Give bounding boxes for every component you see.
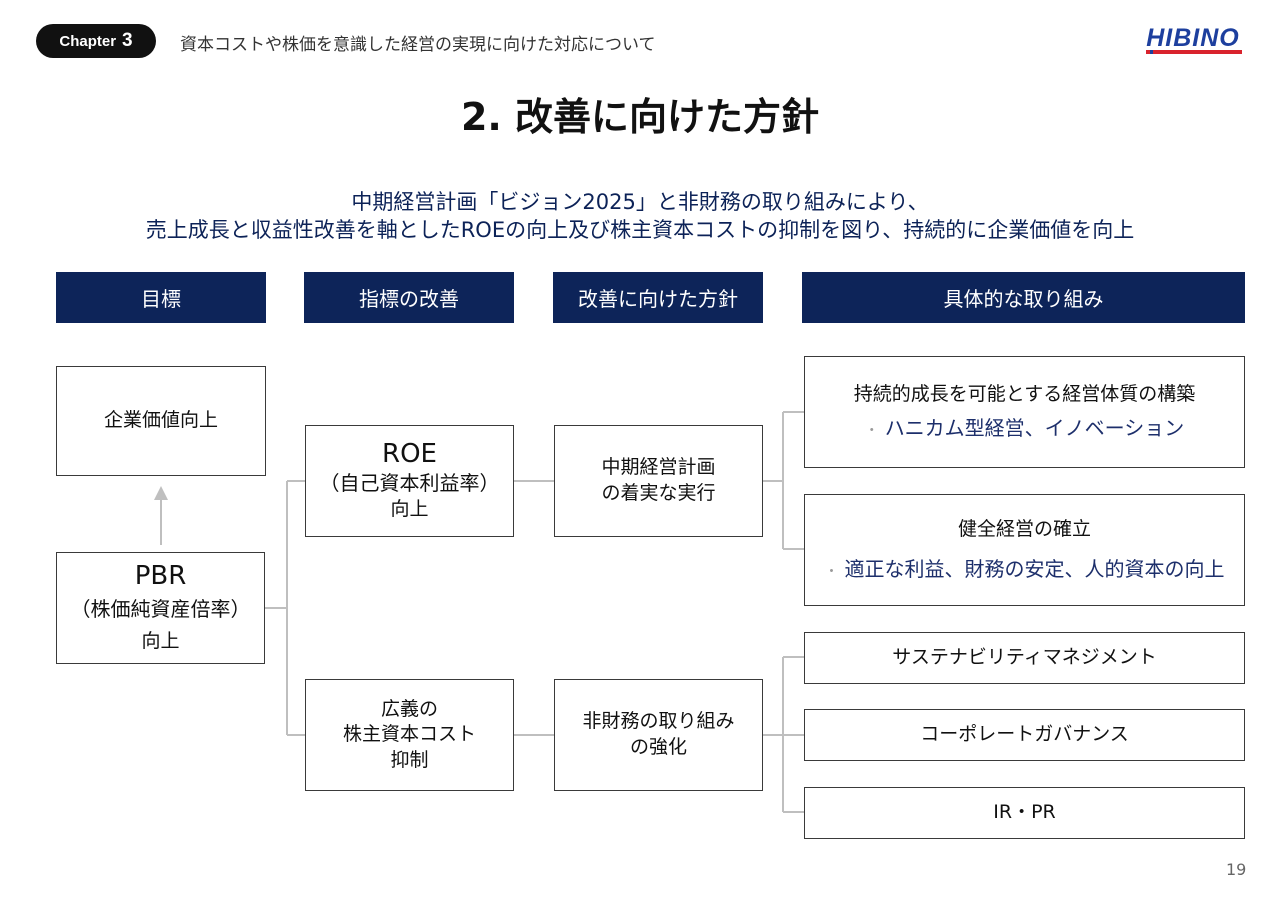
policy-nonfin-line-1: 非財務の取り組み	[582, 710, 735, 733]
roe-subtitle: （自己資本利益率）	[319, 471, 500, 496]
cost-line-3: 抑制	[390, 748, 429, 771]
hibino-logo: HIBINO	[1146, 24, 1242, 54]
cost-line-1: 広義の	[380, 697, 438, 720]
initiative-sustainable-growth-box: 持続的成長を可能とする経営体質の構築 ・ハニカム型経営、イノベーション	[804, 356, 1245, 468]
policy-midterm-plan-box: 中期経営計画 の着実な実行	[554, 425, 763, 537]
policy-nonfinancial-box: 非財務の取り組み の強化	[554, 679, 763, 791]
initiative-governance-box: コーポレートガバナンス	[804, 709, 1245, 761]
initiative-2-bullet: ・適正な利益、財務の安定、人的資本の向上	[825, 556, 1225, 583]
column-header-initiatives: 具体的な取り組み	[802, 272, 1245, 323]
goal-pbr-box: PBR （株価純資産倍率） 向上	[56, 552, 265, 664]
goal-enterprise-value-box: 企業価値向上	[56, 366, 266, 476]
bullet-dot-icon: ・	[864, 423, 879, 440]
goal-enterprise-value-text: 企業価値向上	[103, 409, 218, 432]
initiative-ir-pr-box: IR・PR	[804, 787, 1245, 839]
chapter-title: 資本コストや株価を意識した経営の実現に向けた対応について	[180, 35, 656, 55]
pbr-subtitle: （株価純資産倍率）	[70, 597, 251, 622]
initiative-3-text: サステナビリティマネジメント	[892, 646, 1157, 669]
roe-label: ROE	[382, 439, 437, 470]
policy-nonfin-line-2: の強化	[629, 736, 687, 758]
indicator-roe-box: ROE （自己資本利益率） 向上	[305, 425, 514, 537]
column-header-indicator: 指標の改善	[304, 272, 514, 323]
column-header-policy: 改善に向けた方針	[553, 272, 763, 323]
chapter-number: 3	[122, 30, 133, 51]
pbr-improve: 向上	[141, 630, 180, 653]
page-number: 19	[1226, 860, 1247, 879]
column-header-goal: 目標	[56, 272, 266, 323]
initiative-2-bullet-text: 適正な利益、財務の安定、人的資本の向上	[844, 557, 1225, 582]
indicator-cost-box: 広義の 株主資本コスト 抑制	[305, 679, 514, 791]
policy-plan-line-2: の着実な実行	[601, 482, 716, 504]
lead-line-1: 中期経営計画「ビジョン2025」と非財務の取り組みにより、	[351, 190, 929, 214]
policy-plan-line-1: 中期経営計画	[601, 456, 716, 479]
initiative-1-bullet-text: ハニカム型経営、イノベーション	[884, 416, 1185, 441]
initiative-1-bullet: ・ハニカム型経営、イノベーション	[865, 415, 1185, 442]
lead-line-2: 売上成長と収益性改善を軸としたROEの向上及び株主資本コストの抑制を図り、持続的…	[145, 218, 1135, 242]
chapter-label: Chapter	[59, 32, 117, 50]
chapter-badge: Chapter 3	[36, 24, 156, 58]
initiative-4-text: コーポレートガバナンス	[920, 723, 1129, 746]
arrow-up-icon	[154, 486, 168, 500]
initiative-sustainability-box: サステナビリティマネジメント	[804, 632, 1245, 684]
cost-line-2: 株主資本コスト	[342, 723, 476, 746]
initiative-sound-management-box: 健全経営の確立 ・適正な利益、財務の安定、人的資本の向上	[804, 494, 1245, 606]
pbr-label: PBR	[134, 561, 187, 592]
initiative-2-title: 健全経営の確立	[957, 517, 1091, 540]
page-title: 2. 改善に向けた方針	[460, 95, 820, 139]
logo-text: HIBINO	[1146, 24, 1240, 52]
initiative-1-title: 持続的成長を可能とする経営体質の構築	[853, 382, 1196, 405]
initiative-5-text: IR・PR	[993, 801, 1056, 824]
roe-improve: 向上	[390, 498, 429, 521]
bullet-dot-icon: ・	[824, 564, 839, 581]
